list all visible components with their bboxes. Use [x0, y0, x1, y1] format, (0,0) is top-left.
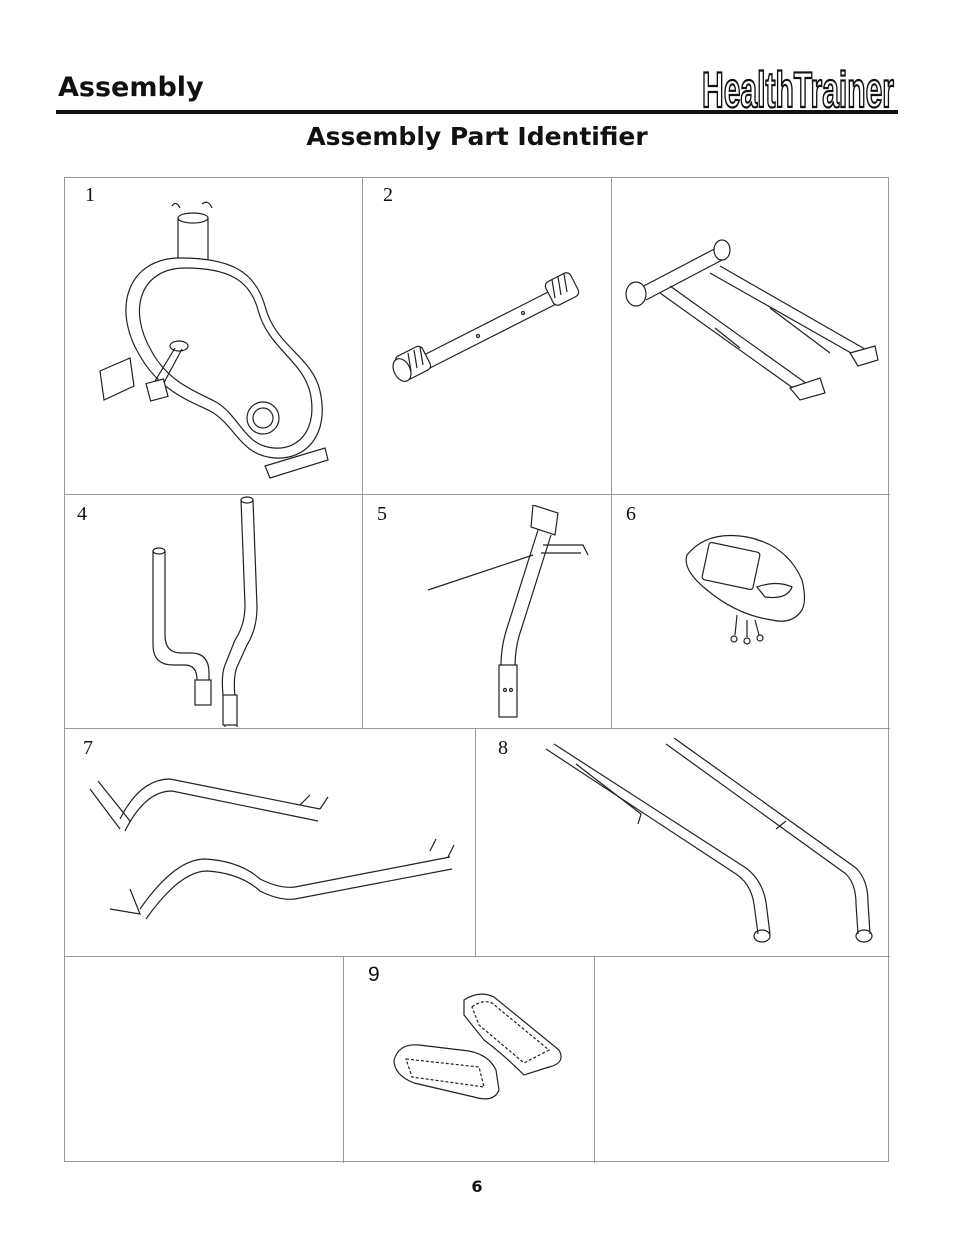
console-mast-drawing [423, 505, 603, 725]
section-title: Assembly [58, 72, 204, 103]
console-drawing [677, 525, 827, 665]
part-number: 7 [83, 737, 93, 759]
part-cell-2: 2 [363, 178, 612, 495]
part-cell-5: 5 [363, 495, 612, 729]
part-cell-3 [612, 178, 890, 495]
page-heading: Assembly Part Identifier [306, 122, 648, 151]
part-cell-empty-left [65, 957, 344, 1163]
pedal-arms-drawing [80, 769, 460, 949]
part-cell-9: 9 [344, 957, 595, 1163]
healthtrainer-logo-icon: HealthTrainer [701, 61, 895, 119]
foot-pedals-drawing [384, 985, 584, 1125]
part-number: 2 [383, 184, 393, 206]
upper-handlebars-drawing [536, 734, 876, 954]
handlebar-posts-drawing [125, 495, 305, 729]
part-cell-empty-right [595, 957, 890, 1163]
part-number: 8 [498, 737, 508, 759]
page-number: 6 [471, 1177, 483, 1196]
rear-rail-frame-drawing [620, 228, 885, 418]
main-frame-drawing [90, 196, 340, 481]
part-cell-4: 4 [65, 495, 363, 729]
parts-grid: 1 2 [64, 177, 890, 1163]
part-number: 9 [368, 963, 380, 986]
part-cell-7: 7 [65, 729, 476, 957]
part-number: 1 [85, 184, 95, 206]
part-cell-8: 8 [476, 729, 890, 957]
part-cell-1: 1 [65, 178, 363, 495]
svg-text:HealthTrainer: HealthTrainer [702, 62, 894, 112]
part-cell-6: 6 [612, 495, 890, 729]
part-number: 6 [626, 503, 636, 525]
part-number: 4 [77, 503, 87, 525]
brand-logo: HealthTrainer [700, 60, 896, 119]
part-number: 5 [377, 503, 387, 525]
front-stabilizer-drawing [388, 258, 588, 388]
header-rule [56, 110, 898, 114]
